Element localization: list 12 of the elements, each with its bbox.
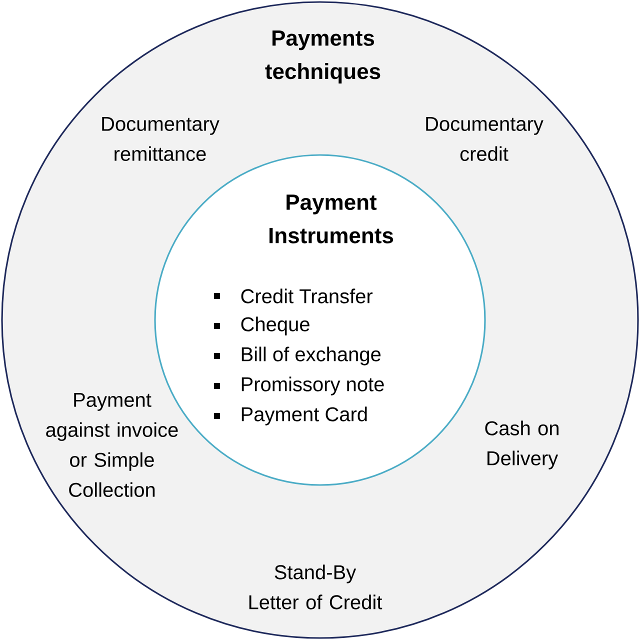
heading: Payments techniques <box>265 30 380 84</box>
label: Stand-By Letter of Credit <box>249 564 382 610</box>
label: Documentary credit <box>426 117 544 161</box>
label: Payment against invoice or Simple Collection <box>46 393 178 497</box>
list-item: Credit Transfer <box>241 288 373 304</box>
heading: Payment Instruments <box>270 194 394 244</box>
list-item: Cheque <box>241 316 310 336</box>
list-item: Promissory note <box>242 376 384 396</box>
label: Documentary remittance <box>102 117 220 161</box>
label: Cash on Delivery <box>485 420 558 470</box>
list-item: Bill of exchange <box>242 346 381 366</box>
list-item: Payment Card <box>242 406 367 426</box>
